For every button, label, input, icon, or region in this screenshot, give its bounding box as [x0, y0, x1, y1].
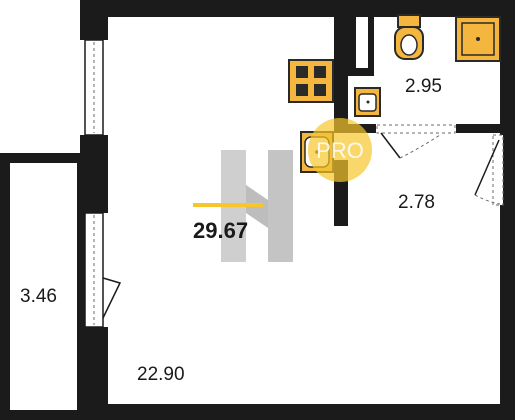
- door-swing-icon: [380, 132, 401, 159]
- bathroom-area-label: 2.95: [405, 76, 442, 97]
- wall-right: [500, 0, 515, 420]
- pro-watermark-circle: [308, 118, 372, 182]
- total-area-label: 29.67: [193, 218, 248, 243]
- stove-burner: [296, 66, 308, 78]
- main-room-area-label: 22.90: [137, 364, 185, 385]
- entrance-opening: [492, 134, 504, 206]
- total-area-underline: [193, 203, 263, 207]
- toilet-seat: [400, 34, 418, 56]
- shower-tray-inner: [461, 22, 495, 56]
- logo-right-bar: [268, 150, 293, 262]
- wall-bathroom-vertical: [334, 8, 348, 128]
- walls: [80, 0, 515, 420]
- wall-top: [80, 0, 515, 17]
- window-upper: [84, 39, 104, 136]
- door-swing-arc: [474, 194, 501, 205]
- door-swing-icon: [474, 139, 500, 196]
- pro-watermark: PRO: [308, 118, 372, 182]
- bathroom-door: [376, 124, 456, 159]
- door-swing-arc: [399, 134, 441, 159]
- hallway-area-label: 2.78: [398, 192, 435, 213]
- wall-bottom: [80, 404, 515, 420]
- wall-left-top: [80, 0, 108, 40]
- balcony-outline: [0, 153, 87, 420]
- pro-watermark-text: PRO: [316, 138, 364, 163]
- toilet-tank: [397, 14, 421, 28]
- window-icon: [84, 39, 104, 136]
- door-opening: [376, 124, 456, 134]
- door-swing-icon: [102, 277, 122, 319]
- stove-burner: [296, 84, 308, 96]
- entrance-door: [474, 134, 504, 206]
- toilet-icon: [394, 14, 424, 60]
- washbasin-icon: [354, 87, 381, 117]
- shower-tray-icon: [455, 16, 501, 62]
- stove-burner: [314, 66, 326, 78]
- shower-drain: [476, 37, 480, 41]
- stove-burner: [314, 84, 326, 96]
- washbasin-drain: [366, 100, 370, 104]
- stove-body: [288, 59, 334, 103]
- wall-bathroom-horizontal-right: [456, 124, 508, 133]
- stove-icon: [288, 59, 334, 103]
- window-lower: [84, 212, 122, 328]
- balcony: [0, 153, 87, 420]
- ventilation-shaft-inner: [356, 17, 368, 68]
- balcony-area-label: 3.46: [20, 286, 57, 307]
